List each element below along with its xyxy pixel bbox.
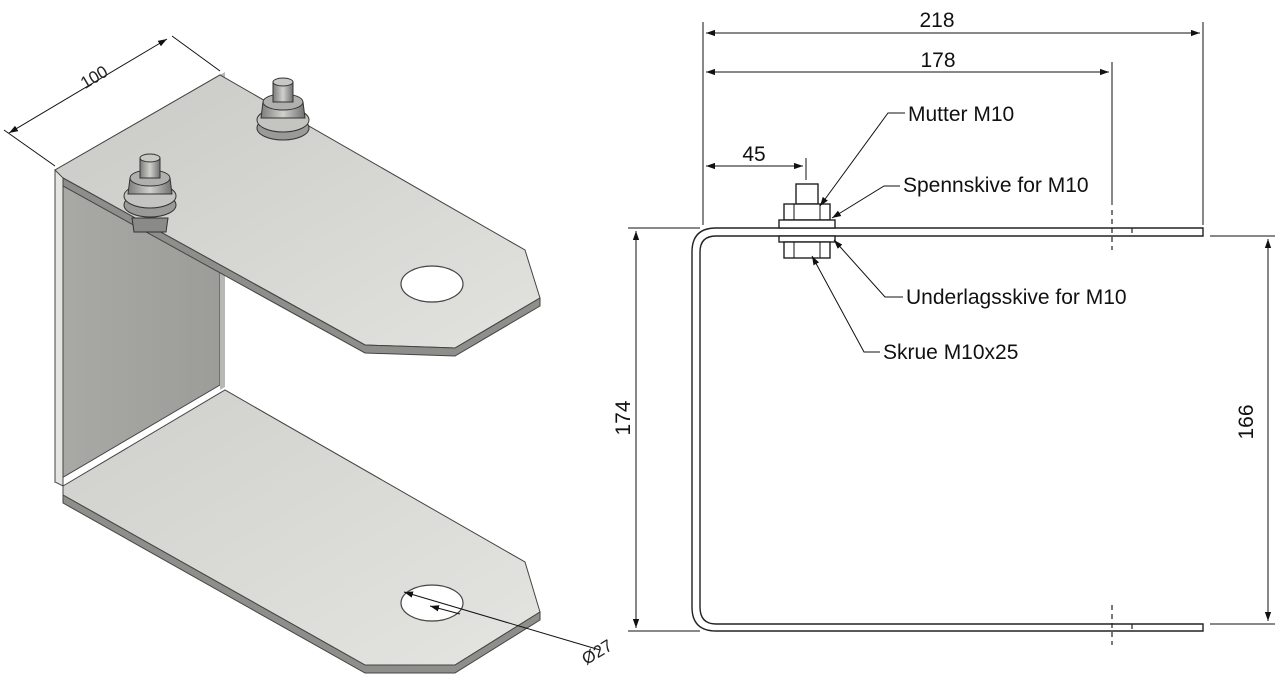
dim-178-text: 178: [920, 49, 955, 72]
isometric-view: 100 Ø27: [3, 35, 616, 674]
callout-spring-washer: Spennskive for M10: [831, 174, 1089, 219]
bolt-thread-end: [795, 183, 819, 205]
callout-bolt: Skrue M10x25: [811, 255, 1018, 364]
callout-bolt-text: Skrue M10x25: [883, 341, 1018, 364]
side-view: 218 178 45 174 166: [612, 9, 1275, 645]
dim-174-text: 174: [612, 400, 635, 435]
top-flange-hole: [400, 265, 464, 303]
iso-bolt-front: [123, 153, 177, 233]
dim-218-text: 218: [919, 9, 954, 32]
dim-166: 166: [1210, 235, 1275, 625]
callout-nut: Mutter M10: [819, 103, 1014, 207]
dim-45: 45: [706, 143, 807, 180]
spring-washer: [778, 219, 836, 229]
iso-dim-hole-text: Ø27: [578, 636, 615, 669]
iso-dim-width-text: 100: [77, 62, 111, 93]
bottom-flange-edge: [62, 494, 541, 674]
callout-flat-washer: Underlagsskive for M10: [833, 239, 1127, 309]
dim-174: 174: [612, 227, 700, 632]
dim-166-text: 166: [1235, 404, 1258, 439]
callout-nut-text: Mutter M10: [908, 103, 1014, 126]
bolt-head: [783, 241, 831, 259]
dim-178: 178: [706, 49, 1113, 205]
dim-45-text: 45: [742, 143, 765, 166]
back-plate-outer-edge: [54, 169, 64, 487]
nut: [783, 203, 831, 221]
callout-flat-washer-text: Underlagsskive for M10: [906, 286, 1127, 309]
bracket-profile: [691, 227, 1204, 632]
dim-218: 218: [702, 9, 1204, 225]
top-flange-edge: [62, 177, 541, 357]
flat-washer: [778, 235, 836, 243]
iso-bolt-rear: [256, 77, 310, 141]
callout-spring-washer-text: Spennskive for M10: [903, 174, 1089, 197]
bottom-flange-hole: [400, 584, 464, 622]
bolt-assembly: [778, 183, 836, 259]
